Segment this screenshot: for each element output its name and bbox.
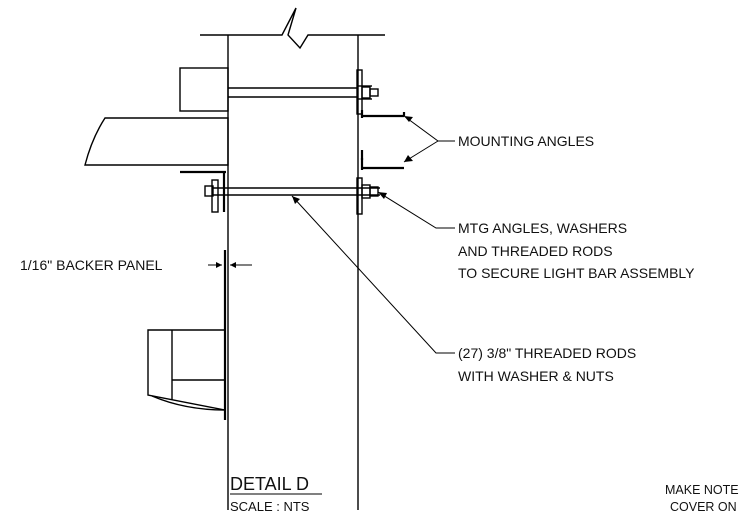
callout-rods-line2: WITH WASHER & NUTS [458, 368, 614, 384]
leader-threaded-rods [291, 195, 455, 354]
leader-mtg-angles [377, 191, 455, 229]
detail-title: DETAIL D [230, 474, 309, 494]
note-line1: MAKE NOTE [665, 483, 739, 497]
upper-rod-assembly [228, 69, 379, 115]
column [227, 35, 359, 510]
detail-scale: SCALE : NTS [230, 499, 310, 514]
backer-dimension [208, 262, 252, 268]
light-bar-housing-upper [84, 67, 229, 166]
leader-mounting-angles [403, 115, 455, 163]
mounting-angle-lower [360, 150, 404, 170]
callout-mounting-angles: MOUNTING ANGLES [458, 133, 594, 149]
callout-mtg-line1: MTG ANGLES, WASHERS [458, 220, 627, 236]
callout-rods-line1: (27) 3/8" THREADED RODS [458, 345, 636, 361]
mounting-angle-upper [360, 110, 406, 118]
left-angle-lower [180, 170, 226, 213]
callout-backer-panel: 1/16" BACKER PANEL [20, 257, 163, 273]
callout-mtg-line2: AND THREADED RODS [458, 243, 613, 259]
note-line2: COVER ON [670, 500, 737, 514]
break-line [200, 7, 385, 50]
lower-rod-assembly [204, 177, 380, 215]
callout-mtg-line3: TO SECURE LIGHT BAR ASSEMBLY [458, 265, 695, 281]
light-bar-housing-lower [147, 329, 226, 411]
